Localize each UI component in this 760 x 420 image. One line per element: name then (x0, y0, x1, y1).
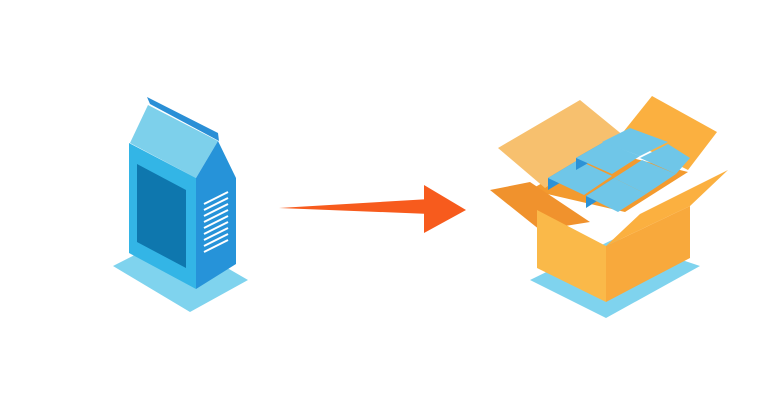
carton-text-line (203, 197, 229, 211)
arrow-right-icon (279, 185, 466, 233)
box-item (640, 144, 690, 174)
carton-text-line (203, 221, 229, 235)
carton-text-line (203, 215, 229, 229)
box-front-face (537, 210, 606, 302)
open-box-icon (490, 96, 728, 318)
arrow-shaft (279, 199, 430, 214)
box-item (548, 160, 612, 195)
carton-label-panel (137, 164, 186, 268)
carton-text-lines (203, 191, 229, 253)
box-items (548, 128, 690, 212)
box-flap-front-right (606, 170, 728, 246)
box-flap-back-left (498, 100, 624, 188)
box-flap-back-right (620, 96, 717, 170)
carton-text-line (203, 239, 229, 253)
carton-text-line (203, 209, 229, 223)
box-flap-front-left (490, 182, 590, 230)
box-item (614, 160, 676, 194)
box-right-face (606, 206, 690, 302)
carton-text-line (203, 203, 229, 217)
carton-text-line (203, 233, 229, 247)
carton-ridge (147, 97, 219, 141)
carton-text-line (203, 227, 229, 241)
package-carton-icon (113, 97, 248, 312)
carton-text-line (203, 191, 229, 205)
arrow-head (424, 185, 466, 233)
carton-top-face (130, 105, 218, 178)
box-item (602, 128, 668, 156)
